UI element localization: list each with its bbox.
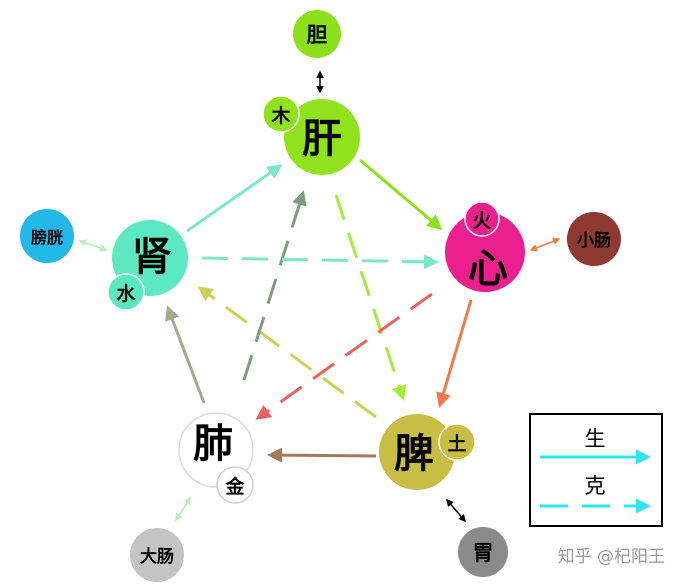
legend-generate-label: 生 <box>585 427 606 451</box>
dachang-circle <box>130 528 184 582</box>
arrow-metal-restrains-wood <box>242 190 307 381</box>
node-shen: 水 肾 <box>107 220 188 311</box>
node-fei: 金 肺 <box>178 412 254 504</box>
xiaochang-circle <box>567 212 621 266</box>
node-dachang: 大肠 <box>130 528 184 582</box>
node-xin: 火 心 <box>445 201 525 292</box>
link-xin-xiaochang <box>529 237 561 252</box>
link-shen-pangguang <box>78 239 108 252</box>
wood-label: 木 <box>270 104 291 127</box>
fire-label: 火 <box>472 210 492 232</box>
xin-label: 心 <box>468 246 508 292</box>
gan-circle <box>284 99 360 175</box>
earth-label: 土 <box>447 433 466 455</box>
wood-badge <box>262 95 300 133</box>
wei-circle <box>458 527 508 577</box>
node-gan: 木 肝 <box>262 95 360 175</box>
arrow-metal-to-water <box>165 305 206 404</box>
metal-badge <box>216 466 254 504</box>
xin-circle <box>445 212 525 292</box>
pi-label: 脾 <box>394 431 434 477</box>
arrow-earth-restrains-water <box>197 286 377 419</box>
node-xiaochang: 小肠 <box>567 212 621 266</box>
node-pi: 土 脾 <box>379 414 476 490</box>
dan-circle <box>293 10 341 58</box>
node-pangguang: 膀胱 <box>20 209 74 263</box>
dachang-label: 大肠 <box>140 546 174 567</box>
link-fei-dachang <box>175 496 191 522</box>
gan-label: 肝 <box>302 116 342 162</box>
fei-label: 肺 <box>193 421 233 467</box>
pangguang-label: 膀胱 <box>31 228 63 247</box>
watermark: 知乎 @杞阳王 <box>558 547 665 567</box>
node-wei: 胃 <box>458 527 508 577</box>
link-pi-wei <box>446 498 466 523</box>
water-badge <box>107 273 145 311</box>
arrow-earth-to-metal <box>267 447 377 463</box>
fire-badge <box>464 201 500 237</box>
legend-restrain-label: 克 <box>585 474 606 498</box>
dan-label: 胆 <box>307 23 328 47</box>
arrow-water-restrains-fire <box>201 254 439 270</box>
water-label: 水 <box>116 283 136 305</box>
node-dan: 胆 <box>293 10 341 58</box>
arrow-wood-restrains-earth <box>334 194 407 401</box>
pangguang-circle <box>20 209 74 263</box>
shen-label: 肾 <box>132 234 172 280</box>
metal-label: 金 <box>224 475 245 498</box>
xiaochang-label: 小肠 <box>577 231 611 251</box>
arrow-fire-to-earth <box>436 299 473 408</box>
arrow-fire-restrains-metal <box>255 292 433 420</box>
pi-circle <box>379 414 455 490</box>
wei-label: 胃 <box>473 541 494 565</box>
arrow-wood-to-fire <box>359 158 443 230</box>
legend: 生 克 <box>529 413 663 527</box>
earth-badge <box>438 423 476 461</box>
arrow-water-to-wood <box>186 164 283 233</box>
